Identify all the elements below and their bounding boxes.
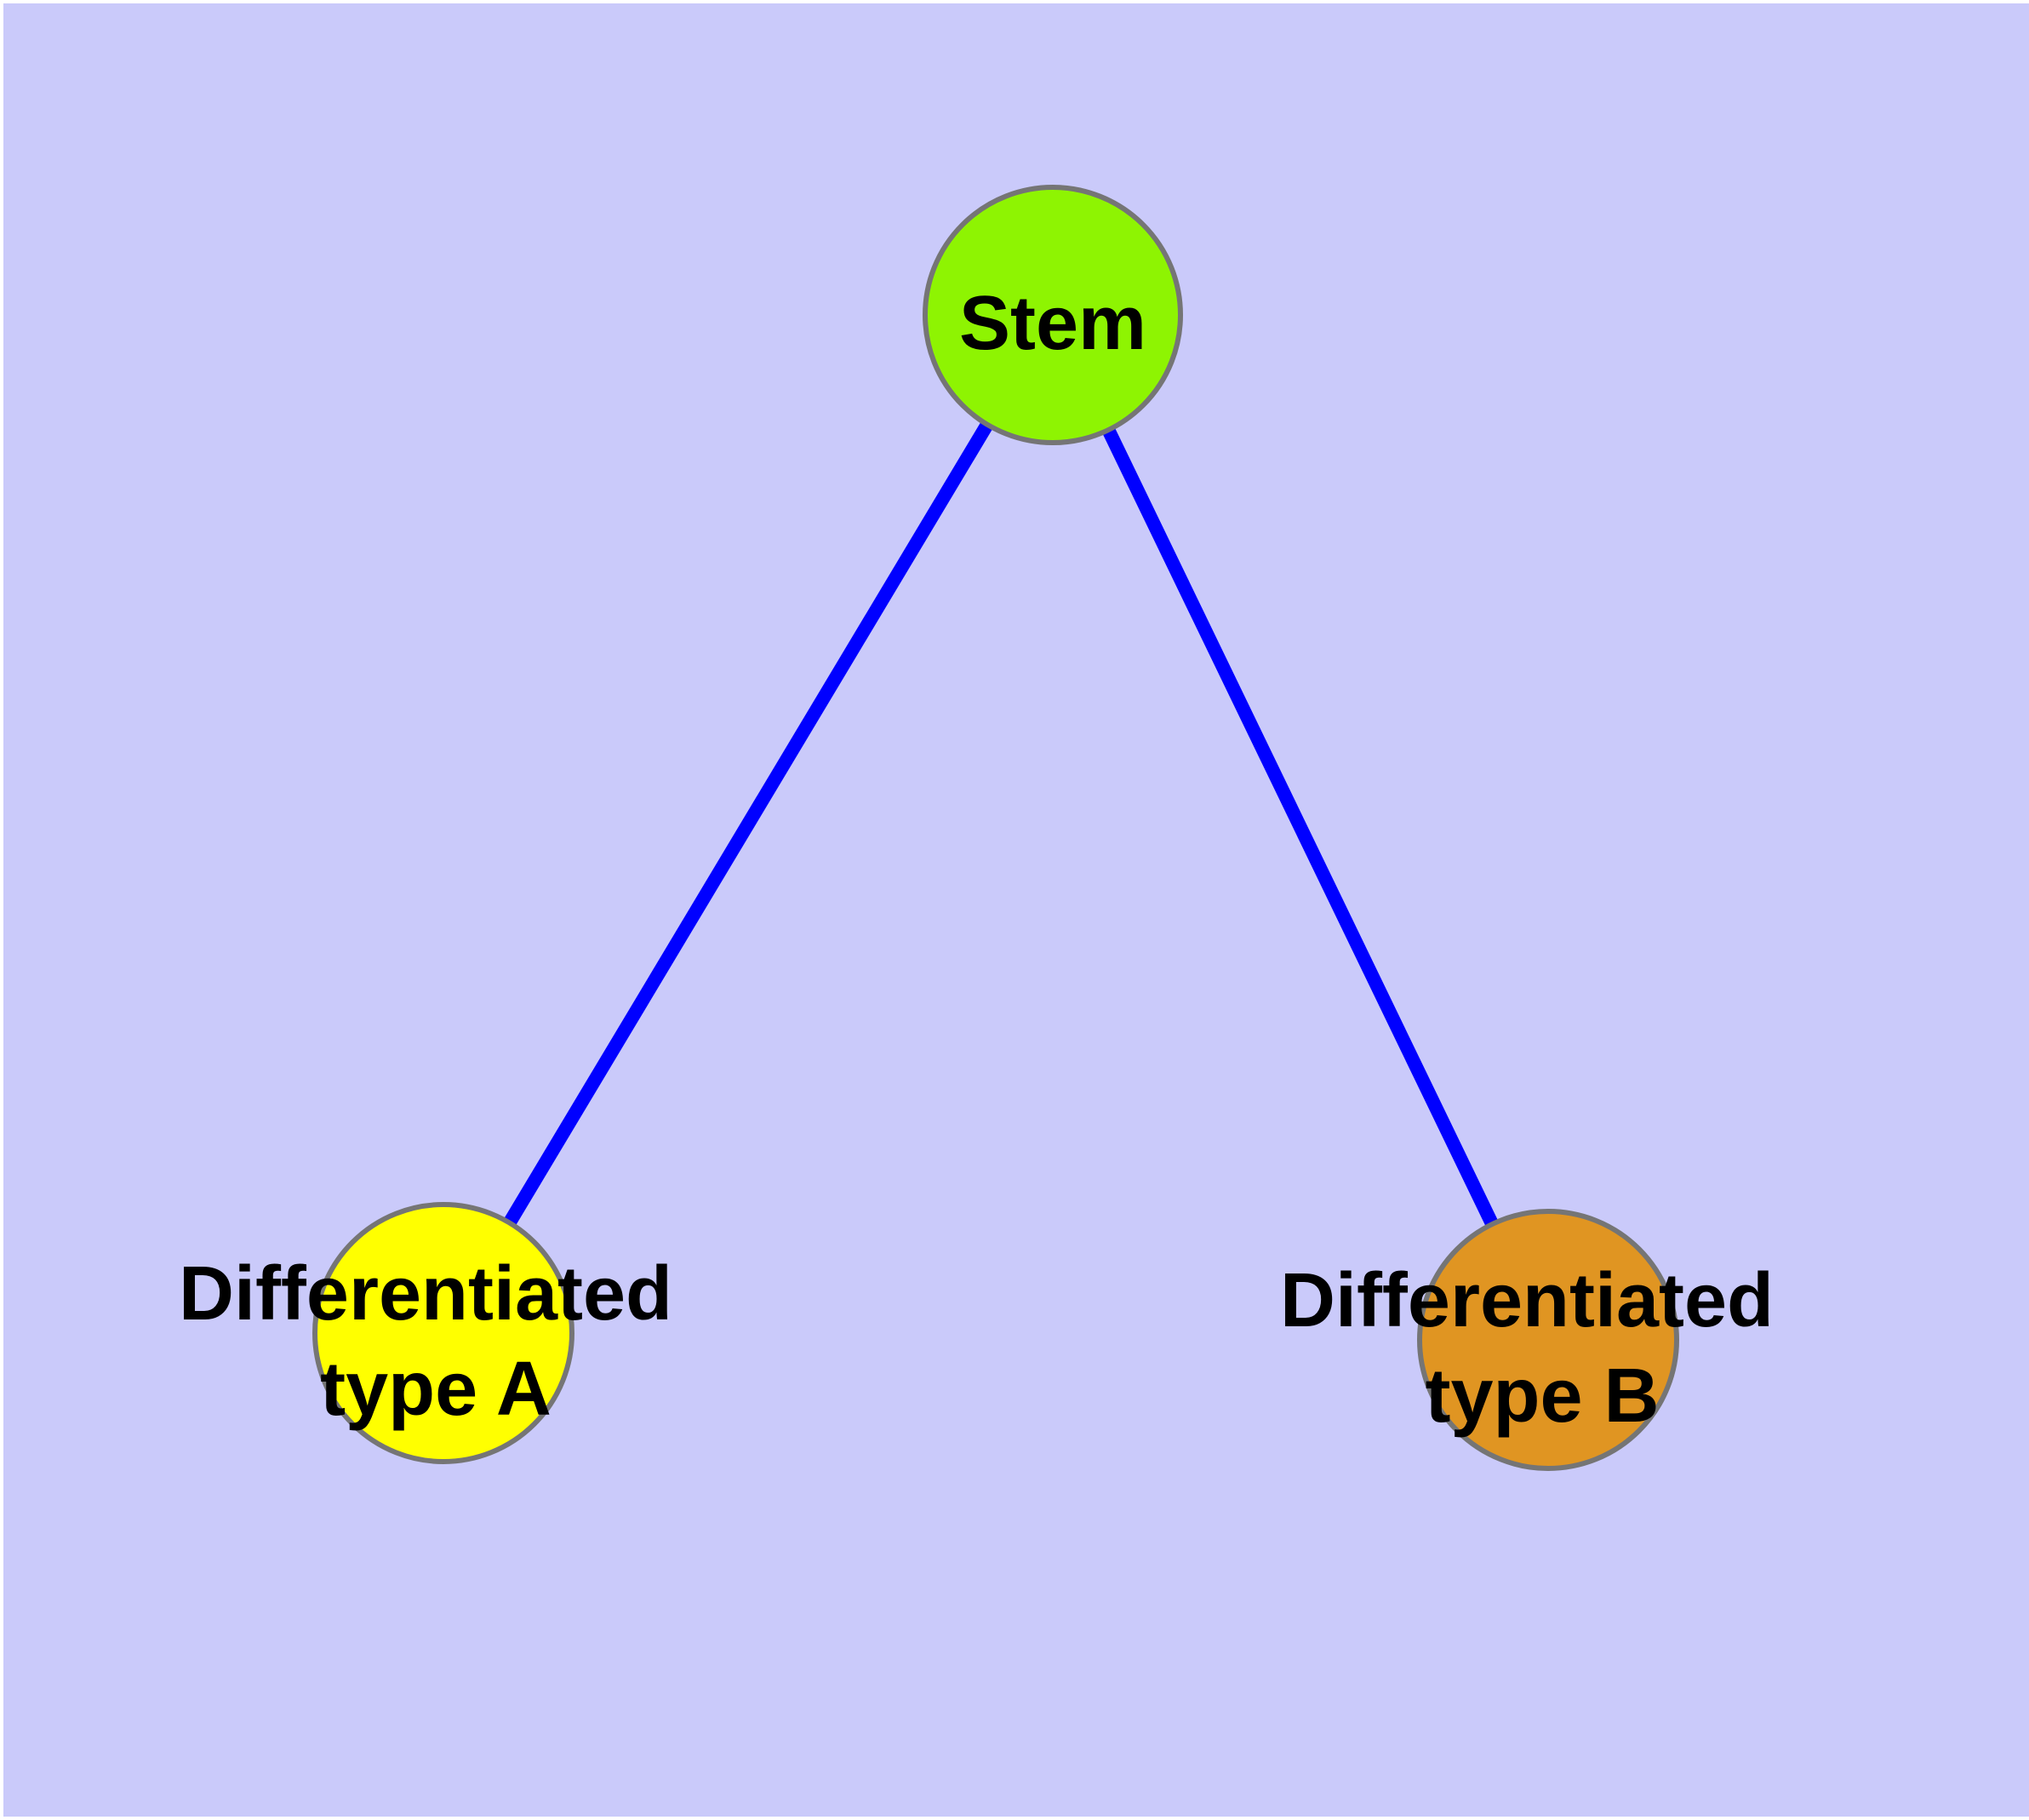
- node-stem[interactable]: [923, 185, 1183, 445]
- node-differentiated-type-b[interactable]: [1417, 1209, 1679, 1471]
- edge-stem-to-type-b: [1046, 312, 1555, 1343]
- node-type-b-label-line-2: type B: [1425, 1354, 1659, 1439]
- node-type-a-label-line-1: Differentiated: [179, 1251, 672, 1336]
- node-type-b-label-line-1: Differentiated: [1280, 1258, 1774, 1343]
- node-stem-label: Stem: [959, 281, 1146, 366]
- edge-stem-to-type-a: [437, 311, 1059, 1337]
- node-type-a-label-line-2: type A: [320, 1347, 552, 1432]
- node-differentiated-type-a[interactable]: [312, 1202, 574, 1464]
